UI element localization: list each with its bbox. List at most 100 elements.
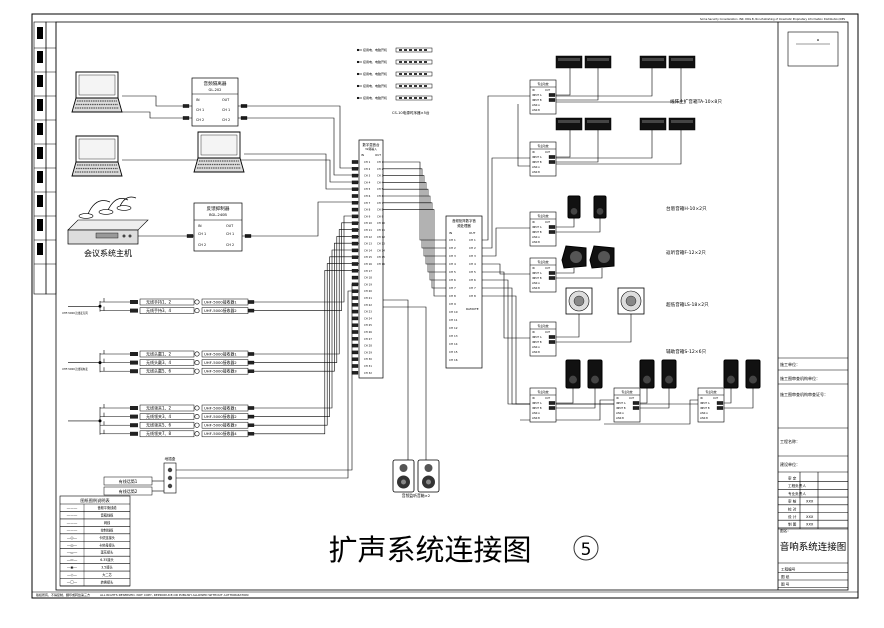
mic-connector [194, 351, 200, 357]
line-array-speaker-5 [555, 117, 583, 131]
mixer-input-plug [351, 350, 359, 355]
role-label: 审 核 [788, 499, 797, 504]
receiver-label: UHF-5000接收器2 [204, 360, 237, 365]
processor-channel: CH 11 [449, 318, 458, 322]
mixer-out-channel: CH 8 [377, 208, 384, 212]
mixer-input-plug [351, 235, 359, 239]
line-array-box [639, 117, 667, 131]
amp-title: 专业功放 [705, 390, 716, 394]
wire [556, 314, 580, 338]
mixer-in: IN [361, 153, 364, 157]
mixer-out-channel: CH 5 [377, 187, 384, 191]
feedback-suppressor: 反馈抑制器 BGL-240B IN OUT CH 1 CH 1 CH 2 CH … [193, 202, 243, 252]
strip-mark [37, 75, 43, 87]
power-seq-item: 接用电、电脑开机 [363, 47, 387, 52]
mixer-input-plug [351, 173, 359, 178]
laptop-2 [71, 135, 123, 177]
legend-symbol: —◎— [67, 543, 78, 547]
conference-host: 会议系统主机 [67, 196, 149, 258]
legend-symbol: ——— [67, 528, 78, 532]
outer-frame [31, 13, 859, 599]
receiver-plug [247, 414, 255, 419]
sub-dustcap [625, 295, 637, 307]
processor-channel: CH 10 [449, 310, 458, 314]
wire [238, 117, 359, 176]
amp-link-a: LINK A [616, 412, 624, 415]
role-name: XXX [806, 515, 814, 519]
review-no-label: 施工图审查机构审查证号： [780, 391, 828, 397]
wire [383, 299, 409, 460]
legend-symbol: —◇— [67, 573, 77, 577]
mic-group-label: UHF-5000无线麦克风 [62, 311, 88, 315]
mixer-out-channel: CH 9 [377, 214, 384, 218]
legend-symbol: —◉— [67, 566, 78, 570]
mixer-channel: CH 2 [364, 167, 371, 171]
strip-mark [37, 171, 43, 183]
amp-link-a: LINK A [532, 346, 540, 349]
sub-speaker-label: 超低音箱LS-18×2只 [666, 301, 709, 308]
line-array-grille [587, 120, 609, 123]
processor-channel: CH 7 [449, 286, 456, 290]
receiver-label: UHF-5000接收器2 [204, 414, 237, 419]
wire [482, 271, 530, 339]
wire [254, 263, 359, 426]
sequencer-outlet [414, 61, 417, 63]
amp-title: 专业功放 [537, 144, 548, 148]
mic-transmitter [130, 431, 138, 436]
mixer-channel: CH 30 [364, 357, 372, 361]
mic-transmitter [130, 300, 138, 304]
feedback-ch2-out: CH 2 [226, 243, 234, 247]
role-label: 制 图 [788, 522, 797, 527]
processor-subtitle: 频处理器 [457, 223, 471, 228]
sequencer-outlet [424, 49, 427, 51]
wire [556, 130, 682, 165]
legend-desc: 转换接头 [101, 580, 115, 585]
mixer-channel: CH 4 [364, 180, 371, 184]
amp-plug [548, 406, 556, 410]
laptop-display [78, 138, 116, 160]
mixer-channel: CH 13 [364, 242, 372, 246]
mixer-out-channel: CH 12 [377, 235, 385, 239]
line-array-speaker-3 [639, 55, 667, 69]
wire [122, 95, 192, 107]
amp-plug [548, 155, 556, 159]
strip-mark [37, 51, 43, 63]
sequencer-outlet [399, 49, 402, 51]
footer-label: 图 纸 [781, 574, 790, 579]
amp-input-b: INPUT B [532, 161, 542, 164]
mixer-channel: CH 32 [364, 371, 372, 375]
mixer-out-channel: CH 14 [377, 248, 385, 252]
wire [254, 215, 359, 303]
amp-link-b: LINK B [532, 109, 540, 112]
legend-desc: 控制线缆 [101, 527, 115, 532]
amp-input-b: INPUT B [616, 407, 626, 410]
line-array-grille [587, 58, 609, 61]
line-array-box [555, 117, 583, 131]
mic-transmitter [130, 360, 138, 365]
mixer-out-channel: CH 3 [377, 174, 384, 178]
amp-title: 专业功放 [537, 390, 548, 394]
line-array-box [555, 55, 583, 69]
mixer-channel: CH 20 [364, 289, 372, 293]
line-array-grille [671, 58, 693, 61]
wire [556, 388, 596, 409]
sequencer-outlet [419, 97, 422, 99]
sequencer-outlet [414, 97, 417, 99]
mixer-input-plug [351, 323, 359, 327]
role-label: 设 计 [788, 514, 797, 519]
receiver-plug [247, 360, 255, 365]
wire [482, 95, 530, 241]
amp-title: 专业功放 [537, 214, 548, 218]
wire [383, 161, 446, 241]
mixer-input-plug [351, 194, 359, 198]
connector-plug [186, 234, 194, 238]
line-array-speaker-8 [668, 117, 696, 131]
power-seq-item: 接用电、电脑开机 [363, 83, 387, 88]
mic-item-label: 无线手持3、4 [146, 307, 172, 313]
amp-link-b: LINK B [532, 351, 540, 354]
mixer-channel: CH 18 [364, 276, 372, 280]
